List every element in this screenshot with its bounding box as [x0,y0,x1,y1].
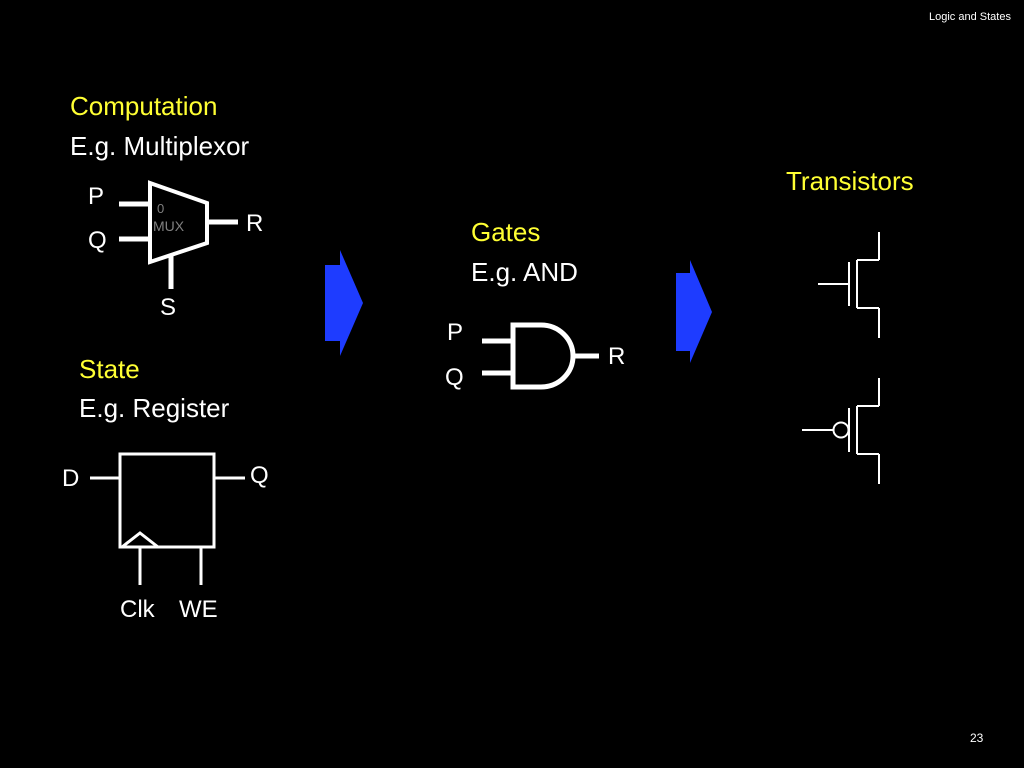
register-symbol [90,452,245,585]
right-arrow-icon-2 [676,260,712,363]
and-input-p-label: P [447,319,464,346]
state-example: E.g. Register [79,393,230,423]
nmos-transistor-symbol [818,232,880,338]
mux-select-s-label: S [160,294,177,321]
mux-input-q-label: Q [88,227,107,254]
mux-symbol: 0 MUX [119,180,238,289]
mux-text-label: MUX [153,218,185,234]
pmos-transistor-symbol [802,378,880,484]
mux-output-r-label: R [246,210,264,237]
and-output-r-label: R [608,343,626,370]
transistors-title: Transistors [786,166,914,196]
and-input-q-label: Q [445,364,464,391]
register-clk-label: Clk [120,596,155,623]
mux-input-p-label: P [88,183,105,210]
and-gate-symbol [482,322,599,390]
right-arrow-icon-1 [325,250,363,356]
register-input-d-label: D [62,465,80,492]
computation-title: Computation [70,91,218,121]
register-we-label: WE [179,596,218,623]
computation-example: E.g. Multiplexor [70,131,250,161]
gates-title: Gates [471,217,541,247]
gates-example: E.g. AND [471,257,578,287]
register-output-q-label: Q [250,462,269,489]
mux-zero-label: 0 [157,201,164,216]
state-title: State [79,354,140,384]
slide-page-number: 23 [970,731,984,745]
slide-header-title: Logic and States [929,11,1011,23]
